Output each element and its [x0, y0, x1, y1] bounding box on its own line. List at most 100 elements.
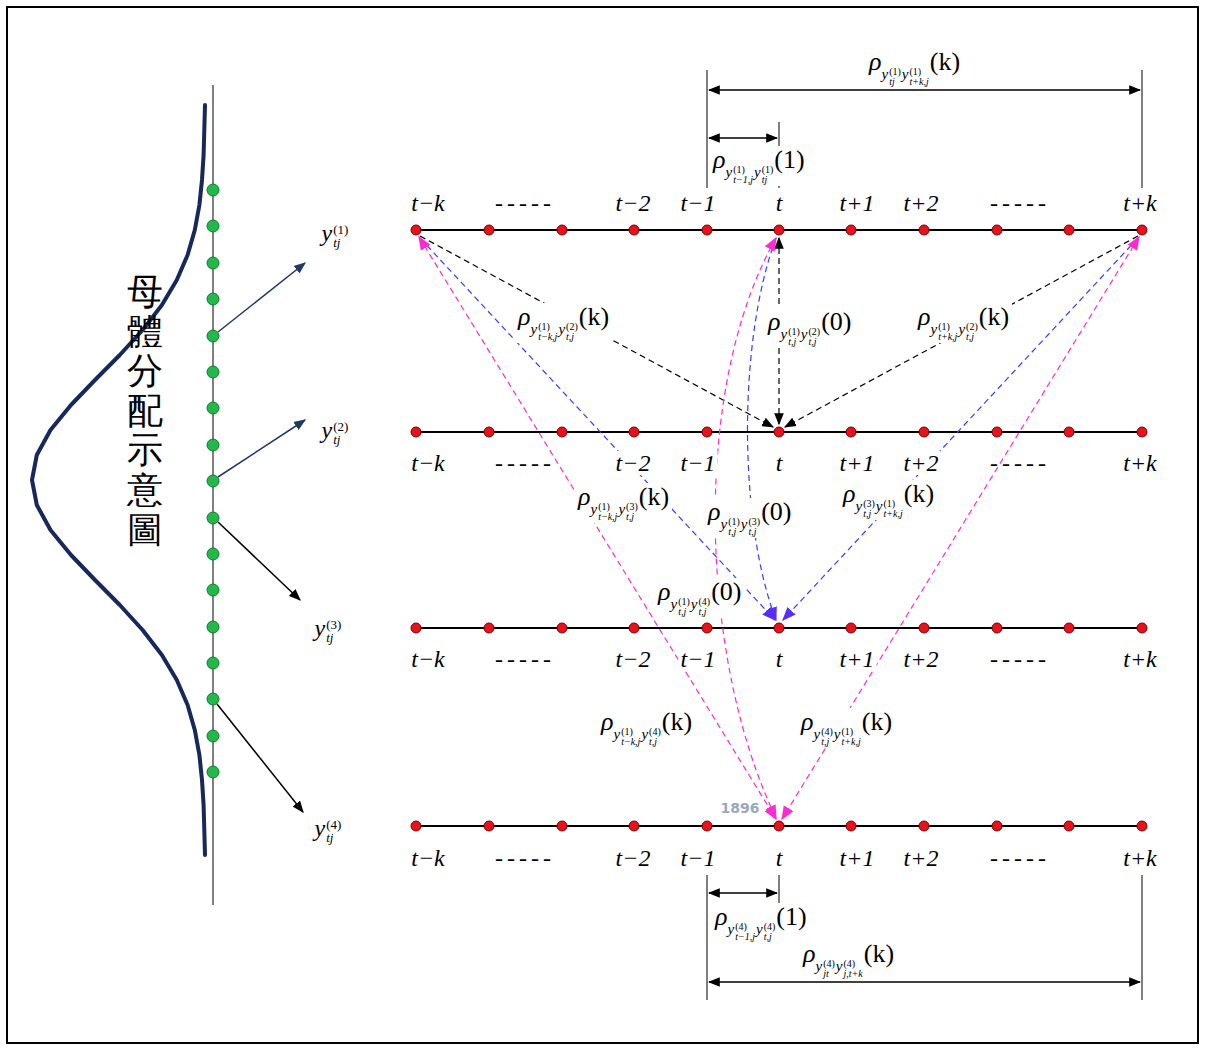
subscript: tj — [326, 831, 341, 844]
variable-symbol: y — [855, 498, 862, 514]
subscript: t,j — [966, 332, 978, 342]
variable-symbol: y — [322, 220, 333, 246]
rho-symbol: ρ — [658, 577, 670, 606]
lag-value: (k) — [979, 302, 1009, 331]
ellipsis-label: ----- — [495, 451, 555, 475]
variable-symbol: y — [322, 417, 333, 443]
ellipsis-label: ----- — [990, 846, 1050, 870]
distribution-caption: 母體分配示意圖 — [127, 272, 163, 549]
correlation-label: ρy(1)t,jy(4)t,j(0) — [655, 578, 745, 618]
time-label: t+1 — [838, 647, 877, 671]
time-label: t — [774, 191, 785, 215]
index-stack: (1)tj — [333, 223, 348, 249]
correlation-label: ρy(1)t−1,jy(1)tj(1) — [710, 146, 808, 186]
variable-symbol: y — [780, 326, 787, 342]
rho-symbol: ρ — [578, 482, 590, 511]
subscript: t−k,j — [621, 737, 640, 747]
correlation-label: ρy(1)t−k,jy(3)t,j(k) — [575, 483, 672, 523]
index-stack: (4)t,j — [649, 727, 661, 747]
rho-symbol: ρ — [518, 302, 530, 331]
variable-symbol: y — [618, 501, 625, 517]
time-label: t−2 — [614, 647, 653, 671]
time-label: t−1 — [679, 451, 718, 475]
subscript: t+k,j — [910, 77, 929, 87]
index-stack: (2)t,j — [809, 327, 821, 347]
index-stack: (1)t−k,j — [538, 322, 557, 342]
correlation-arrows — [419, 236, 1139, 819]
rho-subscript: y(4)jty(4)j,t+k — [815, 959, 863, 979]
series-label: y(4)tj — [315, 816, 342, 844]
subscript: tj — [762, 175, 774, 185]
index-stack: (3)t,j — [863, 499, 875, 519]
index-stack: (3)t,j — [626, 502, 638, 522]
variable-symbol: y — [958, 321, 965, 337]
rho-subscript: y(1)t,jy(2)t,j — [780, 327, 821, 347]
rho-symbol: ρ — [801, 707, 813, 736]
correlation-label: ρy(4)t−1,jy(4)t,j(1) — [712, 903, 810, 943]
time-label: t−2 — [614, 191, 653, 215]
subscript: tj — [889, 77, 901, 87]
superscript: (3) — [863, 499, 875, 509]
variable-symbol: y — [756, 921, 763, 937]
subscript: t,j — [626, 512, 638, 522]
time-label: t+k — [1121, 191, 1159, 215]
sample-arrow — [217, 704, 303, 812]
rho-symbol: ρ — [843, 479, 855, 508]
index-stack: (1)t−k,j — [621, 727, 640, 747]
subscript: t,j — [678, 607, 690, 617]
subscript: tj — [333, 236, 348, 249]
index-stack: (1)t+k,j — [884, 499, 903, 519]
correlation-label: ρy(1)t+k,jy(2)t,j(k) — [915, 303, 1012, 343]
time-line — [411, 427, 1147, 437]
superscript: (1) — [733, 165, 753, 175]
variable-symbol: y — [754, 164, 761, 180]
lag-value: (k) — [904, 479, 934, 508]
subscript: t−k,j — [538, 332, 557, 342]
index-stack: (1)t,j — [788, 327, 800, 347]
index-stack: (1)t+k,j — [938, 322, 957, 342]
rho-subscript: y(1)t,jy(3)t,j — [720, 517, 761, 537]
superscript: (3) — [749, 517, 761, 527]
ellipsis-label: ----- — [990, 451, 1050, 475]
superscript: (4) — [764, 922, 776, 932]
correlation-label: ρy(1)tjy(1)t+k,j(k) — [866, 48, 963, 88]
lag-value: (k) — [864, 939, 894, 968]
variable-symbol: y — [741, 516, 748, 532]
sample-dots — [207, 184, 219, 778]
variable-symbol: y — [834, 726, 841, 742]
variable-symbol: y — [720, 516, 727, 532]
superscript: (2) — [809, 327, 821, 337]
variable-symbol: y — [558, 321, 565, 337]
variable-symbol: y — [725, 164, 732, 180]
correlation-label: ρy(1)t−k,jy(4)t,j(k) — [598, 708, 695, 748]
index-stack: (1)tj — [762, 165, 774, 185]
time-label: t — [774, 846, 785, 870]
rho-subscript: y(1)t+k,jy(2)t,j — [930, 322, 978, 342]
lag-value: (k) — [862, 707, 892, 736]
rho-subscript: y(1)t−k,jy(4)t,j — [613, 727, 661, 747]
subscript: t,j — [809, 337, 821, 347]
superscript: (1) — [788, 327, 800, 337]
index-stack: (4)t,j — [821, 727, 833, 747]
time-label: t−1 — [679, 191, 718, 215]
superscript: (1) — [889, 67, 901, 77]
variable-symbol: y — [613, 726, 620, 742]
correlation-label: ρy(4)t,jy(1)t+k,j(k) — [798, 708, 895, 748]
lag-value: (k) — [639, 482, 669, 511]
variable-symbol: y — [881, 66, 888, 82]
superscript: (1) — [728, 517, 740, 527]
series-label: y(3)tj — [315, 616, 342, 644]
superscript: (2) — [966, 322, 978, 332]
subscript: tj — [333, 433, 348, 446]
lag-value: (0) — [821, 307, 851, 336]
subscript: t,j — [788, 337, 800, 347]
ellipsis-label: ----- — [990, 647, 1050, 671]
index-stack: (1)t+k,j — [910, 67, 929, 87]
index-stack: (4)tj — [326, 818, 341, 844]
lag-value: (1) — [776, 902, 806, 931]
superscript: (1) — [333, 223, 348, 236]
rho-symbol: ρ — [869, 47, 881, 76]
time-label: t+2 — [902, 846, 941, 870]
variable-symbol: y — [836, 958, 843, 974]
